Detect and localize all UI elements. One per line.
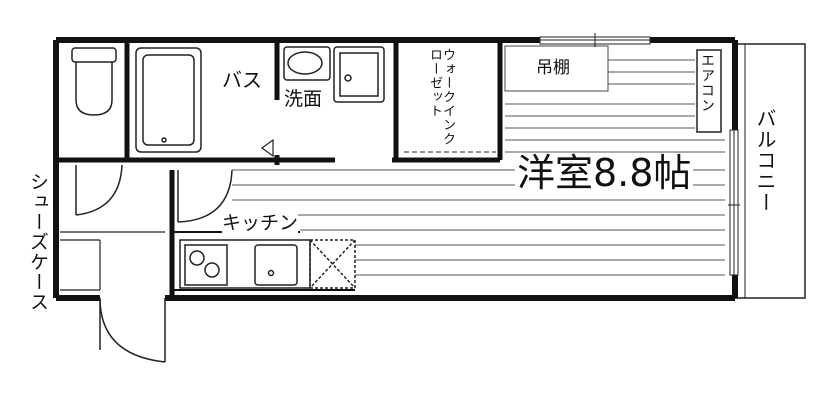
western-room-label: 洋室8.8帖 xyxy=(515,151,694,195)
washing-machine-pan xyxy=(333,46,385,103)
balcony-label: バルコニー xyxy=(753,108,777,213)
bathtub xyxy=(135,47,202,153)
kitchen-label: キッチン xyxy=(222,212,299,234)
doors xyxy=(75,164,233,363)
shoe-cabinet xyxy=(60,231,165,291)
washbasin xyxy=(283,46,331,81)
walk-in-closet-label: ウォークインクローゼット xyxy=(427,48,455,146)
interior-walls xyxy=(56,40,503,298)
toilet xyxy=(71,47,117,116)
air-conditioner-label: エアコン xyxy=(699,53,715,113)
shoe-cabinet-label: シューズケース xyxy=(27,172,49,312)
washroom-label: 洗面 xyxy=(284,88,323,110)
air-conditioner-box xyxy=(696,49,722,133)
bath-door-marker xyxy=(260,138,274,158)
kitchen-counter xyxy=(179,239,356,289)
storage-shelf-box xyxy=(504,45,609,92)
storage-shelf-label: 吊棚 xyxy=(536,58,570,78)
bath-label: バス xyxy=(222,68,262,92)
